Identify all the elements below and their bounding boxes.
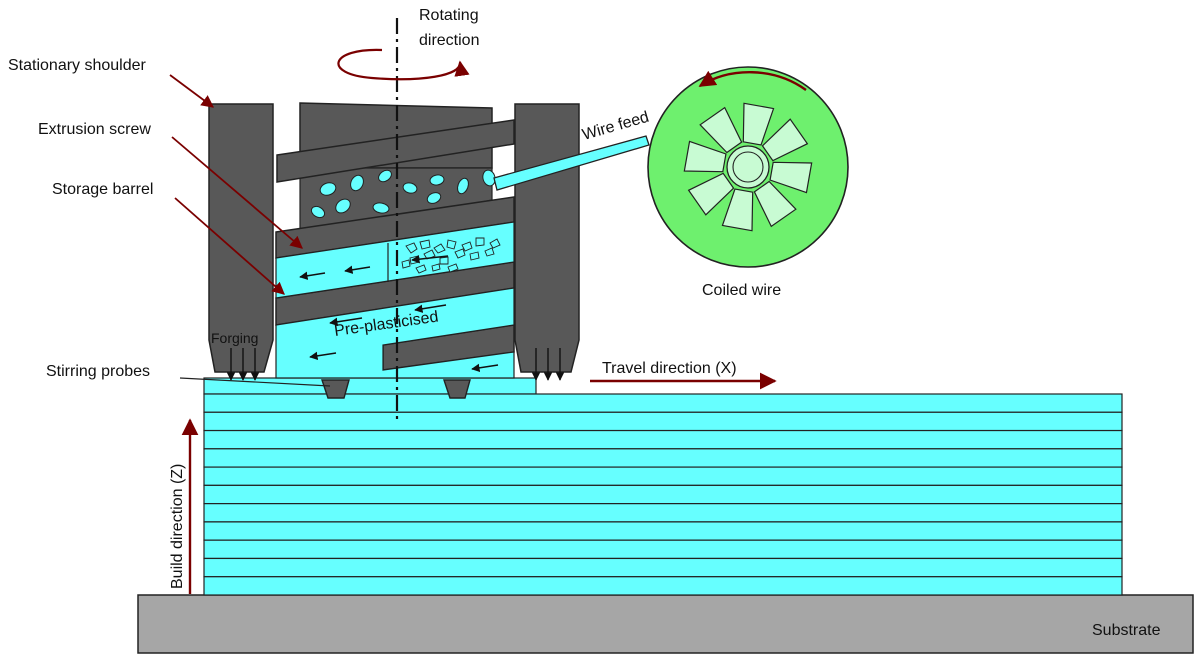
label-storage-barrel: Storage barrel xyxy=(52,181,153,198)
wire-feed xyxy=(493,135,650,191)
leader-lines xyxy=(169,74,303,295)
stirring-probes xyxy=(321,379,471,399)
deposited-layers xyxy=(203,377,1123,596)
label-coiled-wire: Coiled wire xyxy=(702,282,781,299)
coiled-wire-spool xyxy=(647,66,849,268)
spool-petal xyxy=(699,106,743,154)
spool-petal xyxy=(753,180,797,228)
label-build-direction: Build direction (Z) xyxy=(169,464,186,589)
label-rotating-direction-2: direction xyxy=(419,32,479,49)
spool-petal xyxy=(769,161,813,194)
forging-arrows xyxy=(226,348,565,381)
deposited-layer xyxy=(203,411,1123,432)
spool-petal xyxy=(683,140,727,173)
label-forging: Forging xyxy=(211,330,258,346)
deposited-layer xyxy=(203,503,1123,523)
deposited-layer xyxy=(203,466,1123,486)
deposited-layer xyxy=(203,576,1123,596)
deposited-layer xyxy=(203,448,1123,468)
deposited-layer xyxy=(203,484,1123,505)
deposited-layer xyxy=(203,429,1123,450)
stirring-probes-leader xyxy=(179,377,331,387)
label-rotating-direction-1: Rotating xyxy=(419,7,479,24)
spool-petal xyxy=(761,118,809,162)
material-flow-arrows xyxy=(299,254,499,373)
spool-petal xyxy=(721,188,754,232)
label-substrate: Substrate xyxy=(1092,622,1161,639)
substrate xyxy=(137,594,1194,654)
deposited-layer xyxy=(203,539,1123,560)
label-stirring-probes: Stirring probes xyxy=(46,363,150,380)
rotation-axis xyxy=(337,18,470,424)
label-stationary-shoulder: Stationary shoulder xyxy=(8,57,147,74)
wire-fragments xyxy=(310,169,496,219)
spool-petal xyxy=(742,102,775,146)
spool-petal xyxy=(687,172,735,216)
deposited-layer xyxy=(203,521,1123,541)
deposited-layer xyxy=(203,557,1123,578)
plasticised-flakes xyxy=(401,237,501,274)
label-extrusion-screw: Extrusion screw xyxy=(38,121,151,138)
label-travel-direction: Travel direction (X) xyxy=(602,360,737,377)
